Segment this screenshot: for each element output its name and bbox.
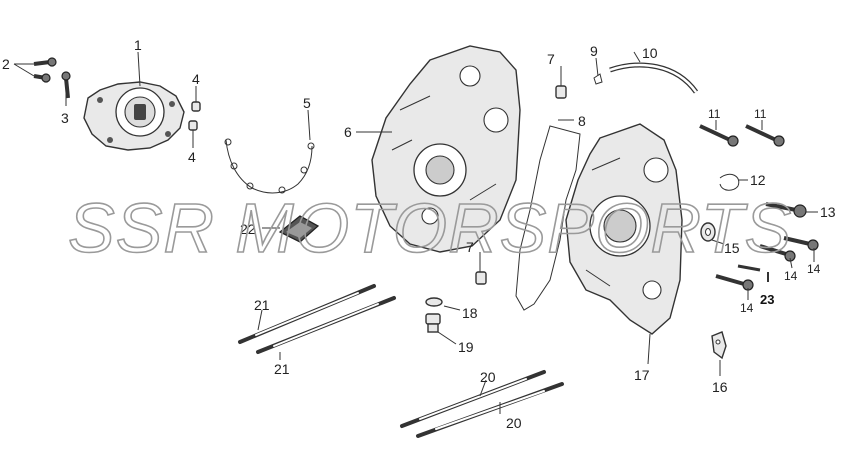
part-6-left-crankcase — [371, 45, 521, 253]
part-11-bolts — [699, 124, 785, 147]
part-7-dowels — [475, 85, 567, 285]
leader-lines — [13, 51, 818, 414]
callout-23: 23 — [760, 292, 774, 307]
callout-14-right: 14 — [807, 262, 821, 276]
callout-labels: 1 2 3 4 4 5 6 7 7 8 9 10 11 11 12 13 14 … — [2, 37, 836, 431]
callout-9: 9 — [590, 43, 598, 59]
part-20-studs — [400, 370, 564, 438]
callout-10: 10 — [642, 45, 658, 61]
callout-21-lower: 21 — [274, 361, 290, 377]
callout-2: 2 — [2, 56, 10, 72]
callout-3: 3 — [61, 110, 69, 126]
callout-7-upper: 7 — [547, 51, 555, 67]
callout-13: 13 — [820, 204, 836, 220]
callout-11-right: 11 — [754, 107, 767, 121]
callout-11-left: 11 — [708, 107, 721, 121]
part-17-right-crankcase — [565, 123, 683, 335]
callout-1: 1 — [134, 37, 142, 53]
callout-14-middle: 14 — [784, 269, 798, 283]
callout-18: 18 — [462, 305, 478, 321]
part-5-gasket — [224, 138, 315, 194]
callout-22: 22 — [240, 221, 256, 237]
callout-8: 8 — [578, 113, 586, 129]
callout-20-lower: 20 — [506, 415, 522, 431]
callout-6: 6 — [344, 124, 352, 140]
callout-5: 5 — [303, 95, 311, 111]
part-18-washer — [425, 297, 443, 307]
part-3-bolt — [61, 71, 71, 99]
part-21-studs — [238, 284, 396, 354]
part-12-clip — [719, 173, 740, 191]
part-16-bracket — [711, 331, 727, 360]
callout-21-upper: 21 — [254, 297, 270, 313]
part-14-bolts — [715, 236, 819, 291]
part-22-filter-screen — [278, 215, 320, 243]
part-10-hose — [609, 62, 699, 94]
part-8-center-gasket — [515, 125, 581, 311]
callout-15: 15 — [724, 240, 740, 256]
part-15-washer — [700, 222, 716, 242]
callout-17: 17 — [634, 367, 650, 383]
watermark-text: SSR MOTORSPORTS — [68, 189, 792, 267]
part-2-bolts — [33, 57, 57, 83]
callout-14-lower: 14 — [740, 301, 754, 315]
callout-12: 12 — [750, 172, 766, 188]
part-4-dowels — [188, 101, 201, 131]
callout-16: 16 — [712, 379, 728, 395]
callout-20-upper: 20 — [480, 369, 496, 385]
part-13-bolt — [765, 202, 807, 218]
part-19-drain-plug — [425, 313, 441, 333]
callout-19: 19 — [458, 339, 474, 355]
part-1-oil-pump-gear — [83, 81, 185, 151]
callout-7-lower: 7 — [466, 239, 474, 255]
callout-4-lower: 4 — [188, 149, 196, 165]
callout-4-upper: 4 — [192, 71, 200, 87]
